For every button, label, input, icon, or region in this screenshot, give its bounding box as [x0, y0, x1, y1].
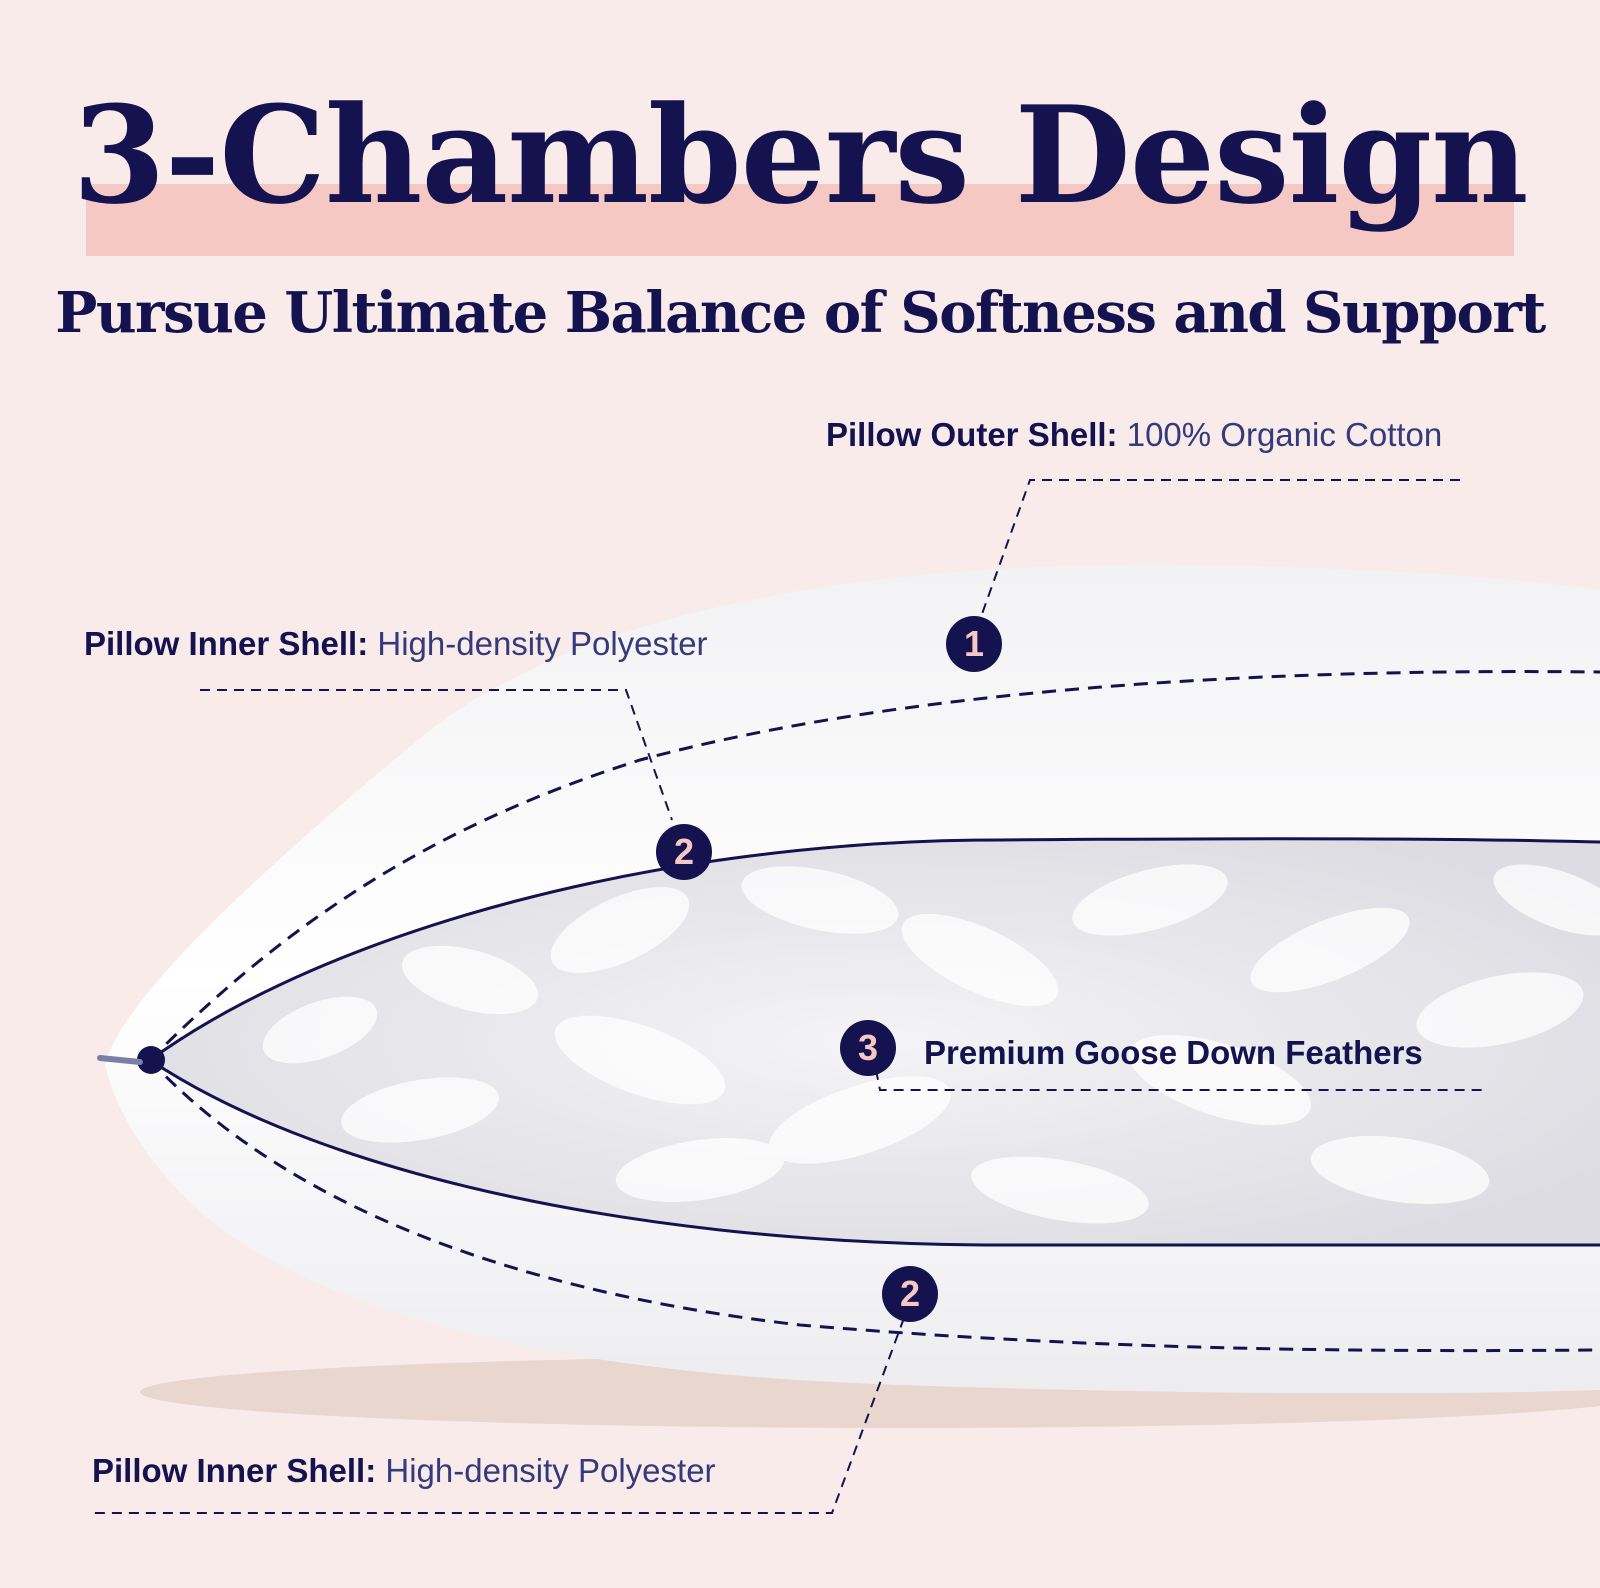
- inner-shell-dashed-top: [148, 670, 1600, 1062]
- badge-1-outer-shell: 1: [946, 616, 1002, 672]
- seam-piping-icon: [97, 1055, 143, 1065]
- page-subtitle: Pursue Ultimate Balance of Softness and …: [55, 280, 1546, 346]
- title-highlight-band: [86, 184, 1514, 256]
- label-inner-shell-top: Pillow Inner Shell: High-density Polyest…: [84, 624, 708, 664]
- label-outer-shell-key: Pillow Outer Shell:: [826, 416, 1118, 453]
- inner-shell-dashed-bottom: [148, 1058, 1600, 1353]
- leader-lines: [92, 479, 1488, 1514]
- label-inner-shell-top-value: High-density Polyester: [377, 625, 708, 662]
- label-goose-down: Premium Goose Down Feathers: [924, 1034, 1423, 1071]
- page-title: 3-Chambers Design: [72, 76, 1528, 234]
- label-outer-shell-value: 100% Organic Cotton: [1126, 416, 1443, 453]
- label-outer-shell: Pillow Outer Shell: 100% Organic Cotton: [826, 415, 1442, 455]
- badge-3-goose-down: 3: [840, 1020, 896, 1076]
- label-inner-shell-bottom-value: High-density Polyester: [385, 1452, 716, 1489]
- label-inner-shell-top-key: Pillow Inner Shell:: [84, 625, 369, 662]
- badge-2-inner-shell-top: 2: [656, 824, 712, 880]
- core-piping-top: [149, 837, 1600, 1062]
- label-inner-shell-bottom: Pillow Inner Shell: High-density Polyest…: [92, 1451, 716, 1491]
- label-inner-shell-bottom-key: Pillow Inner Shell:: [92, 1452, 377, 1489]
- feather-texture: [262, 864, 1600, 1224]
- core-piping-bottom: [149, 1058, 1600, 1247]
- badge-2-inner-shell-bottom: 2: [882, 1266, 938, 1322]
- pillow-seam-node: [137, 1046, 165, 1074]
